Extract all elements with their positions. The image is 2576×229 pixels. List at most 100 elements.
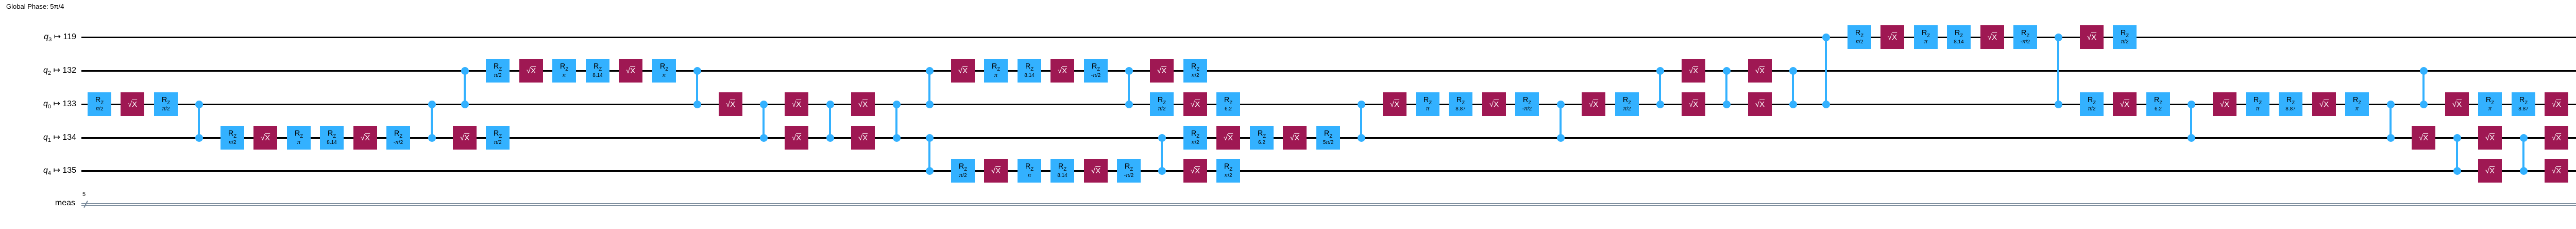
- cz-dot: [1789, 67, 1797, 75]
- rz-gate: RZ-π/2: [2013, 25, 2037, 49]
- sx-gate: √X: [2545, 126, 2568, 150]
- qubit-label: q2 ↦ 132: [43, 66, 76, 77]
- sx-gate: √X: [1482, 92, 1506, 116]
- cz-dot: [428, 134, 436, 142]
- cz-connector: [2190, 104, 2193, 138]
- qubit-wire: [81, 103, 2576, 105]
- sx-gate: √X: [1682, 59, 1705, 83]
- sx-gate: √X: [2478, 159, 2502, 183]
- cz-dot: [195, 134, 203, 142]
- cz-dot: [1656, 100, 1664, 108]
- cz-dot: [1357, 134, 1365, 142]
- global-phase-label: Global Phase: 5π/4: [6, 3, 64, 10]
- cz-dot: [2054, 33, 2062, 41]
- sx-gate: √X: [1084, 159, 1108, 183]
- cz-connector: [1791, 71, 1794, 104]
- cz-dot: [1556, 100, 1565, 108]
- cz-dot: [693, 100, 701, 108]
- sx-gate: √X: [984, 159, 1008, 183]
- cz-dot: [1656, 67, 1664, 75]
- cz-connector: [430, 104, 433, 138]
- rz-gate: RZ-π/2: [1117, 159, 1141, 183]
- sx-gate: √X: [2545, 159, 2568, 183]
- cz-dot: [1158, 134, 1166, 142]
- sx-gate: √X: [121, 92, 144, 116]
- cz-connector: [2389, 104, 2392, 138]
- cz-dot: [1125, 67, 1133, 75]
- cz-connector: [1160, 138, 1163, 171]
- cz-connector: [2057, 37, 2060, 104]
- sx-gate: √X: [1150, 59, 1174, 83]
- cz-connector: [696, 71, 699, 104]
- cz-dot: [461, 100, 469, 108]
- qubit-label: q1 ↦ 134: [43, 133, 76, 144]
- sx-gate: √X: [2080, 25, 2104, 49]
- qubit-wire: [81, 170, 2576, 172]
- sx-gate: √X: [785, 92, 808, 116]
- sx-gate: √X: [1383, 92, 1406, 116]
- cz-connector: [2422, 71, 2425, 104]
- classical-wire: [81, 203, 2576, 206]
- sx-gate: √X: [951, 59, 975, 83]
- cz-dot: [1158, 167, 1166, 175]
- qubit-wire: [81, 36, 2576, 38]
- sx-gate: √X: [1183, 159, 1207, 183]
- qubit-label: q4 ↦ 135: [43, 166, 76, 177]
- sx-gate: √X: [2213, 92, 2236, 116]
- sx-gate: √X: [1980, 25, 2004, 49]
- sx-gate: √X: [851, 92, 875, 116]
- cz-dot: [1722, 67, 1731, 75]
- cz-connector: [928, 138, 931, 171]
- cz-connector: [463, 71, 466, 104]
- cz-connector: [1725, 71, 1728, 104]
- cz-dot: [195, 100, 203, 108]
- cz-dot: [2453, 134, 2461, 142]
- cz-connector: [1658, 71, 1662, 104]
- qubit-label: q0 ↦ 133: [43, 100, 76, 110]
- cz-dot: [428, 100, 436, 108]
- cz-dot: [826, 100, 834, 108]
- cz-dot: [2054, 100, 2062, 108]
- cz-dot: [925, 167, 934, 175]
- cz-dot: [2386, 134, 2395, 142]
- sx-gate: √X: [2412, 126, 2435, 150]
- sx-gate: √X: [1748, 59, 1772, 83]
- sx-gate: √X: [1682, 92, 1705, 116]
- cz-dot: [1822, 33, 1830, 41]
- sx-gate: √X: [1880, 25, 1904, 49]
- cz-dot: [693, 67, 701, 75]
- sx-gate: √X: [253, 126, 277, 150]
- cz-dot: [2419, 67, 2428, 75]
- sx-gate: √X: [1582, 92, 1605, 116]
- sx-gate: √X: [1183, 92, 1207, 116]
- sx-gate: √X: [353, 126, 377, 150]
- creg-size-label: 5: [82, 191, 86, 198]
- sx-gate: √X: [2113, 92, 2137, 116]
- cz-dot: [461, 67, 469, 75]
- sx-gate: √X: [719, 92, 742, 116]
- cz-dot: [925, 67, 934, 75]
- sx-gate: √X: [2312, 92, 2336, 116]
